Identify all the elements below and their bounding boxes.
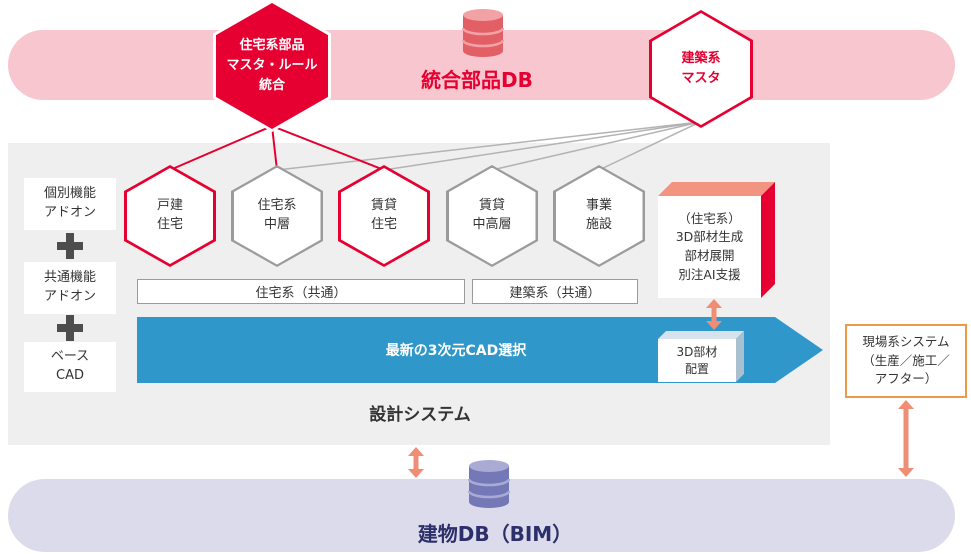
double-arrow-icon (897, 400, 915, 477)
hexagon-label: 住宅系 中層 (257, 198, 297, 232)
hexagon-label: 事業 施設 (585, 198, 612, 232)
parts-database-icon (461, 9, 505, 57)
arrowhead-up (898, 400, 914, 409)
part-placement-3d-box: 3D部材 配置 (658, 331, 744, 382)
arrow-stem (711, 306, 717, 323)
double-arrow-icon (407, 447, 425, 478)
hexagon-label: 賃貸 住宅 (370, 198, 397, 232)
arrowhead-up (408, 447, 424, 456)
placement-box-top-face (658, 331, 744, 339)
arrowhead-down (706, 321, 722, 330)
building-master-label: 建築系 マスタ (681, 50, 721, 86)
housing-master-label: 住宅系部品 マスタ・ルール 統合 (226, 37, 318, 94)
design-system-title: 設計システム (369, 405, 471, 425)
arrow-stem (413, 454, 419, 471)
plus-vbar (66, 315, 74, 341)
base-cad-box: ベース CAD (24, 342, 116, 392)
arrowhead-down (408, 469, 424, 478)
housing-common-bar: 住宅系（共通） (137, 279, 465, 304)
placement-box-label: 3D部材 配置 (658, 339, 736, 382)
ai-box-label: （住宅系） 3D部材生成 部材展開 別注AI支援 (658, 196, 761, 298)
field-system-box: 現場系システム （生産／施工／ アフター） (845, 324, 967, 398)
building-master-links (276, 121, 701, 171)
cad-selection-label: 最新の3次元CAD選択 (385, 343, 527, 359)
building-db-title: 建物DB（BIM） (417, 522, 573, 546)
plus-vbar (66, 233, 74, 259)
plus-icon (57, 233, 83, 259)
ai-box-side-face (761, 182, 775, 298)
building-common-bar: 建築系（共通） (472, 279, 638, 304)
double-arrow-icon (705, 299, 723, 330)
hexagon-label: 賃貸 中高層 (472, 198, 512, 232)
placement-box-side-face (736, 331, 744, 382)
addon-individual-box: 個別機能 アドオン (24, 178, 116, 230)
arrow-stem (903, 407, 909, 470)
integrated-parts-db-title: 統合部品DB (421, 68, 533, 92)
arrowhead-down (898, 468, 914, 477)
building-database-icon (467, 460, 511, 508)
ai-support-3d-box: （住宅系） 3D部材生成 部材展開 別注AI支援 (658, 182, 775, 298)
arrowhead-up (706, 299, 722, 308)
housing-master-links (169, 125, 385, 171)
hexagon-label: 戸建 住宅 (156, 198, 183, 232)
addon-common-box: 共通機能 アドオン (24, 262, 116, 314)
plus-icon (57, 315, 83, 341)
ai-box-top-face (658, 182, 775, 196)
